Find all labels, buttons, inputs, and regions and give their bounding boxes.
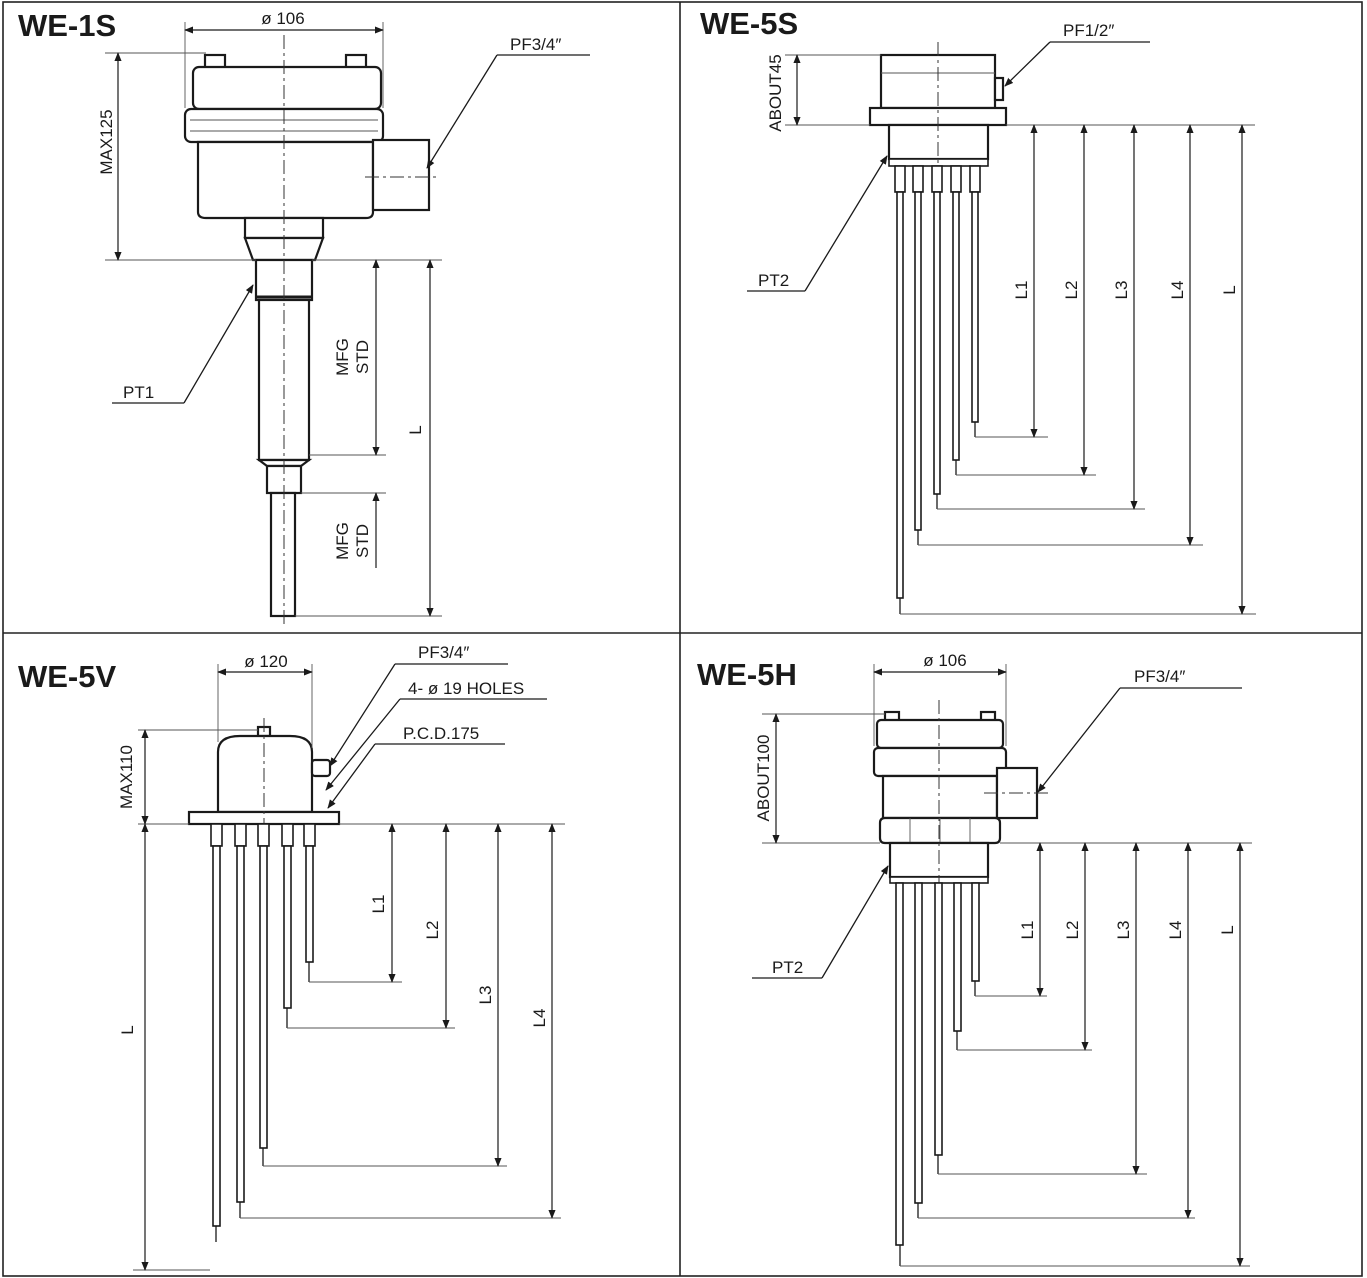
panel-we1s: WE-1S — [18, 8, 590, 625]
panel-title-we5s: WE-5S — [700, 6, 798, 41]
we5s-thread-label: PT2 — [758, 271, 789, 290]
we5h-l3-label: L3 — [1114, 921, 1133, 940]
panel-we5v: WE-5V — [18, 643, 565, 1271]
we5h-diameter-label: ø 106 — [923, 651, 966, 670]
we5v-holes-label: 4- ø 19 HOLES — [408, 679, 524, 698]
we5v-l2-label: L2 — [423, 921, 442, 940]
we5v-max-label: MAX110 — [117, 745, 136, 809]
panel-title-we5h: WE-5H — [697, 657, 797, 692]
we5s-l1-label: L1 — [1012, 281, 1031, 300]
we5s-length-label: L — [1220, 285, 1239, 294]
we5h-length-label: L — [1218, 925, 1237, 934]
we5v-dimension-lines — [133, 663, 565, 1271]
we1s-std1-line1: MFG — [333, 338, 352, 376]
we5h-about-label: ABOUT100 — [754, 735, 773, 822]
we5s-l3-label: L3 — [1112, 281, 1131, 300]
we1s-length-label: L — [406, 425, 425, 434]
we5h-electrodes — [895, 882, 980, 1266]
we1s-std2-line2: STD — [353, 524, 372, 558]
we5v-l4-label: L4 — [530, 1009, 549, 1028]
we5v-l3-label: L3 — [476, 986, 495, 1005]
we5v-conduit-label: PF3/4″ — [418, 643, 469, 662]
we5v-pcd-label: P.C.D.175 — [403, 724, 479, 743]
we5v-l1-label: L1 — [369, 895, 388, 914]
we1s-thread-label: PT1 — [123, 383, 154, 402]
we5v-length-label: L — [118, 1025, 137, 1034]
panel-we5s: WE-5S — [700, 6, 1256, 615]
we5h-dimension-lines — [752, 664, 1252, 1267]
we5h-l2-label: L2 — [1063, 921, 1082, 940]
panel-title-we5v: WE-5V — [18, 659, 117, 694]
we5s-electrodes — [894, 165, 981, 614]
we5h-conduit-label: PF3/4″ — [1134, 667, 1185, 686]
we5h-l4-label: L4 — [1166, 921, 1185, 940]
we1s-diameter-label: ø 106 — [261, 9, 304, 28]
we1s-terminal-head — [183, 53, 385, 220]
panel-title-we1s: WE-1S — [18, 8, 116, 43]
we5s-dimension-lines — [747, 41, 1256, 615]
we1s-dimension-lines — [105, 22, 590, 617]
panel-we5h: WE-5H — [697, 651, 1252, 1267]
we5h-terminal-head — [872, 710, 1039, 884]
we1s-std2-line1: MFG — [333, 522, 352, 560]
we5v-electrodes — [210, 823, 316, 1242]
we1s-max-label: MAX125 — [97, 109, 116, 174]
we5v-diameter-label: ø 120 — [244, 652, 287, 671]
we5s-about-label: ABOUT45 — [766, 54, 785, 131]
we5s-conduit-label: PF1/2″ — [1063, 21, 1114, 40]
we1s-conduit-boss — [371, 138, 431, 212]
we1s-conduit-label: PF3/4″ — [510, 35, 561, 54]
we5h-thread-label: PT2 — [772, 958, 803, 977]
we5h-l1-label: L1 — [1018, 921, 1037, 940]
we1s-std1-line2: STD — [353, 340, 372, 374]
we5s-l2-label: L2 — [1062, 281, 1081, 300]
we5s-l4-label: L4 — [1168, 281, 1187, 300]
